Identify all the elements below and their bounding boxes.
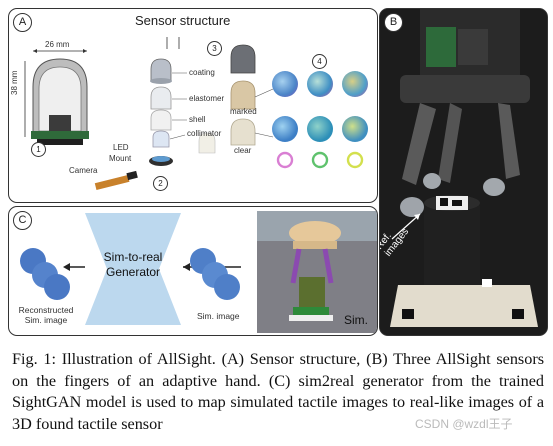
- figure: A Sensor structure: [8, 8, 548, 336]
- panel-a-sensor-structure: A Sensor structure: [8, 8, 378, 203]
- step-1-marker: 1: [31, 142, 46, 157]
- tactile-image-marked-2: [307, 71, 333, 97]
- tactile-image-marked-1: [272, 71, 298, 97]
- tactile-image-clear-1: [272, 116, 298, 142]
- label-collimator: collimator: [187, 129, 222, 138]
- sim-label: Sim.: [344, 313, 368, 327]
- csdn-watermark: CSDN @wzdl王子: [415, 417, 513, 431]
- panel-a-title: Sensor structure: [135, 13, 231, 28]
- panel-c-sim-to-real: C: [8, 206, 378, 336]
- generator-label: Sim-to-real Generator: [85, 250, 181, 280]
- label-elastomer: elastomer: [189, 94, 225, 103]
- label-marked: marked: [230, 107, 257, 116]
- caption-text: Illustration of AllSight. (A) Sensor str…: [12, 350, 545, 433]
- tactile-image-marked-3: [342, 71, 368, 97]
- generator-label-line1: Sim-to-real: [103, 250, 163, 264]
- adaptive-hand-photo: [380, 9, 547, 335]
- label-led: LED: [113, 143, 129, 152]
- panel-b-letter: B: [384, 13, 403, 32]
- height-dimension-label: 38 mm: [10, 70, 19, 95]
- label-clear: clear: [234, 146, 252, 155]
- generator-label-line2: Generator: [105, 265, 161, 279]
- step-4-marker: 4: [312, 54, 327, 69]
- reconstructed-label-line1: Reconstructed: [18, 305, 74, 315]
- sim-image-label: Sim. image: [197, 311, 240, 321]
- tactile-image-clear-2: [307, 116, 333, 142]
- reconstructed-label-line2: Sim. image: [24, 315, 68, 325]
- figure-caption: Fig. 1: Illustration of AllSight. (A) Se…: [12, 349, 544, 435]
- step-3-marker: 3: [207, 41, 222, 56]
- caption-fig-label: Fig. 1:: [12, 350, 56, 368]
- reconstructed-label: Reconstructed Sim. image: [15, 305, 77, 325]
- panel-a-letter: A: [13, 13, 32, 32]
- label-shell: shell: [189, 115, 206, 124]
- sim-to-real-diagram: [20, 211, 377, 333]
- sensor-diagram: [24, 37, 364, 190]
- width-dimension-label: 26 mm: [45, 40, 70, 49]
- tactile-image-clear-3: [342, 116, 368, 142]
- panel-c-letter: C: [13, 211, 32, 230]
- panel-b-hand-photo: B Ref. images: [379, 8, 548, 336]
- step-2-marker: 2: [153, 176, 168, 191]
- label-camera: Camera: [69, 166, 98, 175]
- label-mount: Mount: [109, 154, 132, 163]
- label-coating: coating: [189, 68, 215, 77]
